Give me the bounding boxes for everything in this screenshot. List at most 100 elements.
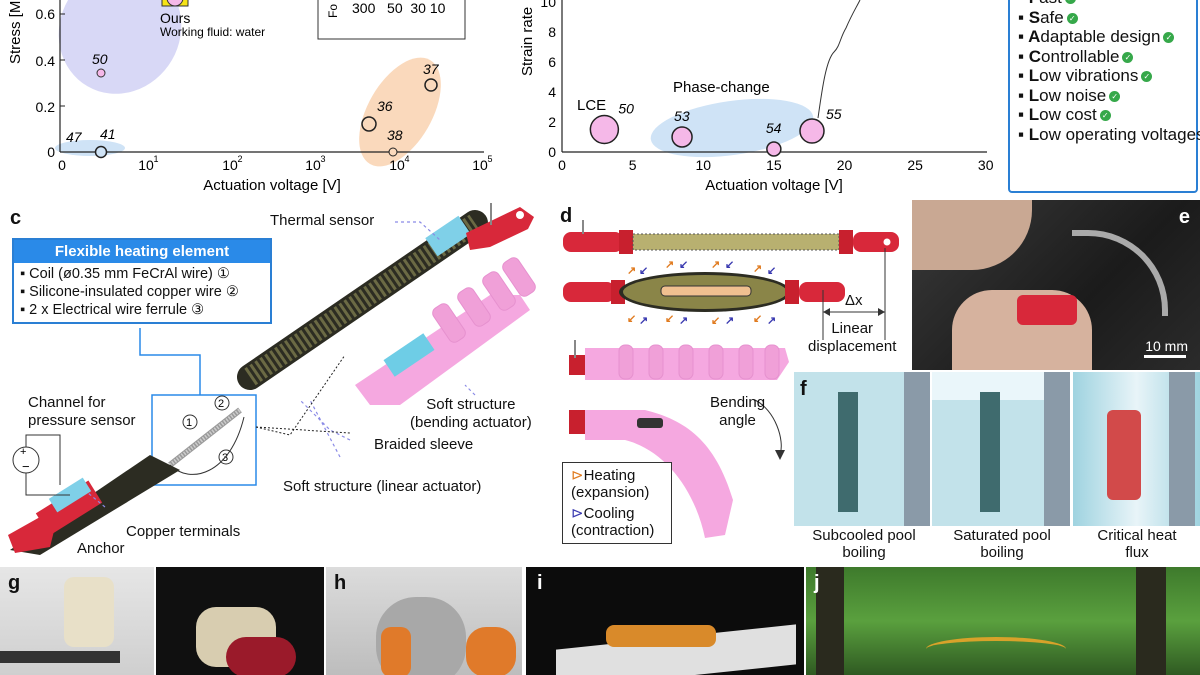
panel-g-photo-1: [0, 567, 154, 675]
point-50: [96, 68, 106, 78]
svg-text:37: 37: [423, 61, 440, 77]
svg-text:↙: ↙: [753, 313, 762, 325]
b-xtick-label: 15: [766, 157, 782, 173]
b-ytick-label: 8: [548, 24, 556, 40]
svg-text:50: 50: [92, 51, 108, 67]
check-icon: ✓: [1064, 0, 1076, 5]
b-xtick-label: 10: [695, 157, 711, 173]
b-xtick-label: 5: [629, 157, 637, 173]
svg-text:0: 0: [58, 157, 66, 173]
heating-item-wire: ▪ Silicone-insulated copper wire ②: [20, 284, 239, 300]
point-37: [424, 78, 438, 92]
b-xtick-label: 0: [558, 157, 566, 173]
caption-subcooled: Subcooled pool boiling: [812, 527, 916, 561]
zoom-box: [151, 394, 257, 486]
panel-f-1: [794, 372, 930, 526]
panel-g-photo-2: [156, 567, 324, 675]
b-xtick-label: 20: [837, 157, 853, 173]
inset-box: [317, 0, 466, 40]
anchor-label: Anchor: [77, 540, 125, 557]
b-point-50: [589, 114, 620, 145]
channel-label: Channel for pressure sensor: [28, 394, 136, 429]
svg-text:↗: ↗: [711, 259, 720, 271]
heating-item-ferrule: ▪ 2 x Electrical wire ferrule ③: [20, 302, 205, 318]
svg-text:3: 3: [320, 154, 325, 164]
bending-angle-label: Bending angle: [710, 394, 766, 429]
check-icon: ✓: [1122, 51, 1134, 63]
panel-letter-j: j: [814, 572, 820, 594]
heating-item-coil: ▪ Coil (ø0.35 mm FeCrAl wire) ①: [20, 266, 230, 282]
panel-j-photo: [806, 567, 1200, 675]
svg-text:41: 41: [100, 126, 116, 142]
property-item: ▪ Low vibrations✓: [1010, 66, 1196, 86]
svg-text:↙: ↙: [665, 313, 674, 325]
svg-text:10: 10: [305, 157, 321, 173]
property-item: ▪ Low noise✓: [1010, 86, 1196, 106]
svg-text:47: 47: [66, 129, 83, 145]
b-point-53: [671, 126, 693, 148]
svg-text:1: 1: [186, 417, 192, 429]
panel-letter-g: g: [8, 572, 21, 594]
b-point-55: [799, 118, 825, 144]
svg-text:Fo: Fo: [326, 4, 340, 18]
panel-b-ylabel: Strain rate: [519, 7, 536, 76]
svg-text:↗: ↗: [665, 259, 674, 271]
svg-text:1: 1: [153, 154, 158, 164]
b-ytick-label: 0: [548, 144, 556, 160]
soft-bending-label: Soft structure (bending actuator): [410, 396, 532, 431]
check-icon: ✓: [1066, 12, 1078, 24]
panel-c-illustration: 1 2 3 +−: [8, 203, 536, 555]
svg-text:↙: ↙: [639, 265, 648, 277]
property-item: ▪ Low cost✓: [1010, 105, 1196, 125]
panel-letter-i: i: [537, 572, 543, 594]
trail-line: [817, 0, 861, 119]
svg-text:10: 10: [222, 157, 238, 173]
svg-text:10: 10: [138, 157, 154, 173]
point-41: [94, 145, 108, 159]
point-38: [388, 147, 398, 157]
dx-label: Δx: [845, 292, 863, 309]
phase-change-blob: [650, 98, 814, 158]
svg-text:↙: ↙: [627, 313, 636, 325]
panel-letter-c: c: [10, 207, 22, 229]
check-icon: ✓: [1109, 90, 1121, 102]
inset-values: 300 50 30 10: [352, 0, 446, 16]
check-icon: ✓: [1099, 110, 1111, 122]
svg-text:0.6: 0.6: [36, 6, 56, 22]
svg-text:↗: ↗: [639, 315, 648, 327]
b-point-label: 50: [618, 101, 634, 117]
braided-sleeve-label: Braided sleeve: [374, 436, 474, 453]
b-xtick-label: 25: [907, 157, 923, 173]
copper-terminals-label: Copper terminals: [126, 523, 241, 540]
b-point-54: [766, 141, 782, 157]
svg-text:↗: ↗: [627, 265, 636, 277]
property-item: ▪ Low operating voltages✓: [1018, 124, 1200, 144]
svg-text:−: −: [22, 459, 30, 474]
panel-f-3: [1073, 372, 1200, 526]
panel-h-photo: [326, 567, 522, 675]
svg-text:↗: ↗: [753, 263, 762, 275]
panel-a-ylabel: Stress [M: [7, 1, 24, 64]
property-item: ▪ Adaptable design✓: [1010, 27, 1196, 47]
heating-legend: ⊳Heating (expansion): [571, 467, 650, 501]
svg-text:↙: ↙: [711, 315, 720, 327]
svg-text:↙: ↙: [679, 259, 688, 271]
lce-label: LCE: [577, 97, 606, 114]
svg-text:2: 2: [218, 398, 224, 410]
svg-text:2: 2: [237, 154, 242, 164]
thermal-sensor-label: Thermal sensor: [270, 212, 375, 229]
b-ytick-label: 6: [548, 54, 556, 70]
anchor-right: [466, 207, 534, 250]
svg-text:38: 38: [387, 127, 403, 143]
ours-label: Ours: [160, 10, 190, 26]
coil-icon: [168, 407, 242, 468]
heating-cooling-legend: ⊳Heating (expansion) ⊳Cooling (contracti…: [562, 462, 672, 544]
svg-text:0.4: 0.4: [36, 53, 56, 69]
panel-a-xlabel: Actuation voltage [V]: [203, 177, 341, 194]
linear-displacement-label: Linear displacement: [808, 320, 897, 355]
